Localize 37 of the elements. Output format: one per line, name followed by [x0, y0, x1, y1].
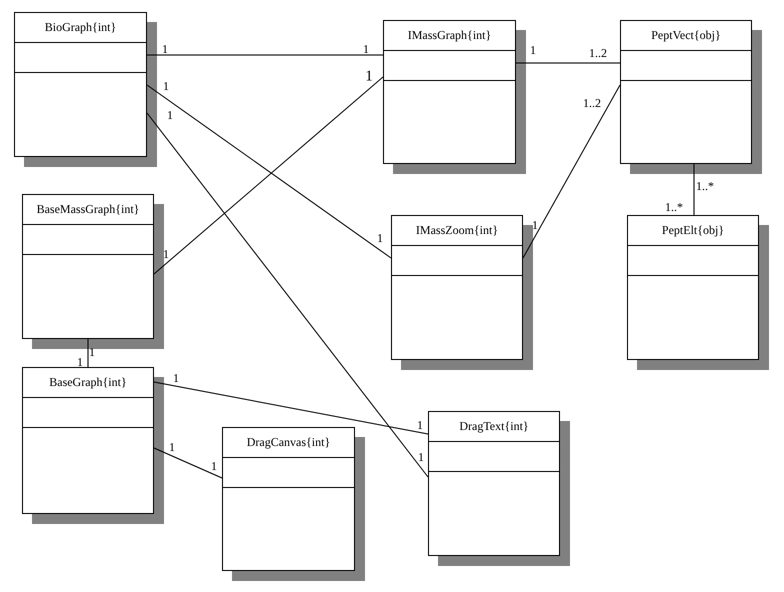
- multiplicity-label: 1: [89, 346, 95, 358]
- association-line: [146, 112, 428, 478]
- multiplicity-label: 1..2: [583, 97, 601, 109]
- class-name: PeptElt{obj}: [662, 223, 724, 238]
- multiplicity-label: 1: [163, 248, 169, 260]
- multiplicity-label: 1: [211, 460, 217, 472]
- multiplicity-label: 1: [173, 372, 179, 384]
- class-name: BaseGraph{int}: [49, 375, 127, 390]
- class-name: IMassZoom{int}: [416, 223, 498, 238]
- class-name: IMassGraph{int}: [408, 28, 492, 43]
- multiplicity-label: 1: [365, 70, 373, 84]
- association-line: [516, 62, 620, 64]
- association-line: [146, 84, 392, 258]
- multiplicity-label: 1: [417, 419, 423, 431]
- class-name: PeptVect{obj}: [651, 28, 721, 43]
- association-line: [154, 448, 222, 478]
- association-line: [522, 84, 620, 258]
- multiplicity-label: 1..*: [665, 201, 683, 213]
- multiplicity-label: 1: [363, 43, 369, 55]
- multiplicity-label: 1: [167, 109, 173, 121]
- multiplicity-label: 1: [163, 80, 169, 92]
- class-name: DragText{int}: [459, 419, 529, 434]
- multiplicity-label: 1: [169, 441, 175, 453]
- association-line: [154, 382, 428, 434]
- multiplicity-label: 1: [418, 451, 424, 463]
- multiplicity-label: 1: [532, 219, 538, 231]
- multiplicity-label: 1: [77, 356, 83, 368]
- multiplicity-label: 1: [162, 43, 168, 55]
- class-name: DragCanvas{int}: [246, 435, 330, 450]
- multiplicity-label: 1..*: [696, 180, 714, 192]
- multiplicity-label: 1: [530, 44, 536, 56]
- association-line: [154, 76, 384, 274]
- class-name: BaseMassGraph{int}: [36, 202, 140, 217]
- class-name: BioGraph{int}: [44, 20, 116, 35]
- multiplicity-label: 1..2: [589, 47, 607, 59]
- association-line: [146, 54, 384, 56]
- multiplicity-label: 1: [377, 232, 383, 244]
